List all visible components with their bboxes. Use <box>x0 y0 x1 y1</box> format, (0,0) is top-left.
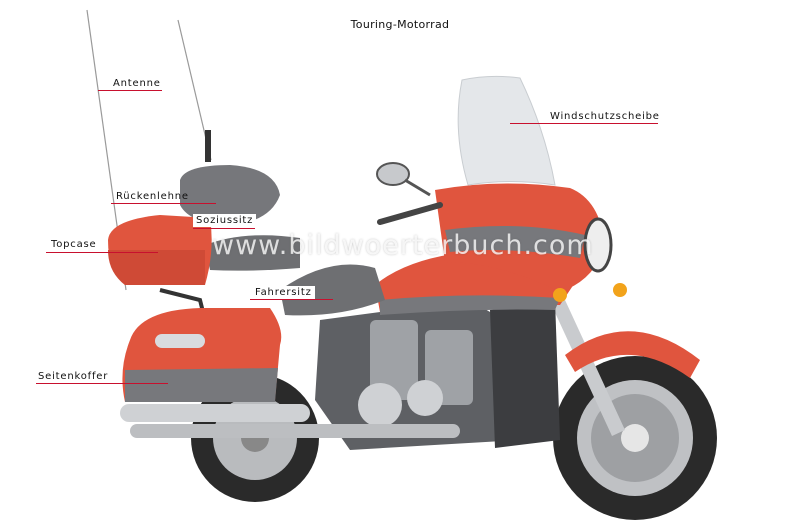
leader-line-rueckenlehne <box>111 203 216 204</box>
leader-line-antenne <box>98 90 162 91</box>
mirror-stem <box>405 180 430 195</box>
label-soziussitz: Soziussitz <box>193 214 256 227</box>
lower-fairing <box>490 300 560 448</box>
leader-line-windschutzscheibe <box>510 123 658 124</box>
windshield <box>458 76 555 185</box>
mirror <box>377 163 409 185</box>
exhaust-pipe-lower <box>130 424 460 438</box>
side-case <box>122 308 281 402</box>
label-antenne: Antenne <box>113 78 161 89</box>
label-windschutzscheibe: Windschutzscheibe <box>550 111 660 122</box>
leader-line-seitenkoffer <box>36 383 168 384</box>
turn-signal-left <box>553 288 567 302</box>
label-rueckenlehne: Rückenlehne <box>116 191 189 202</box>
antenna-base <box>205 130 211 162</box>
leader-line-topcase <box>46 252 158 253</box>
label-topcase: Topcase <box>51 239 96 250</box>
label-seitenkoffer: Seitenkoffer <box>38 371 108 382</box>
leader-line-fahrersitz <box>250 299 333 300</box>
handlebar <box>380 205 440 222</box>
exhaust-pipe-upper <box>120 404 310 422</box>
label-fahrersitz: Fahrersitz <box>252 286 315 299</box>
turn-signal-right <box>613 283 627 297</box>
leader-line-soziussitz <box>193 228 255 229</box>
watermark-text: www.bildwoerterbuch.com <box>212 230 594 261</box>
front-wheel <box>553 356 717 520</box>
